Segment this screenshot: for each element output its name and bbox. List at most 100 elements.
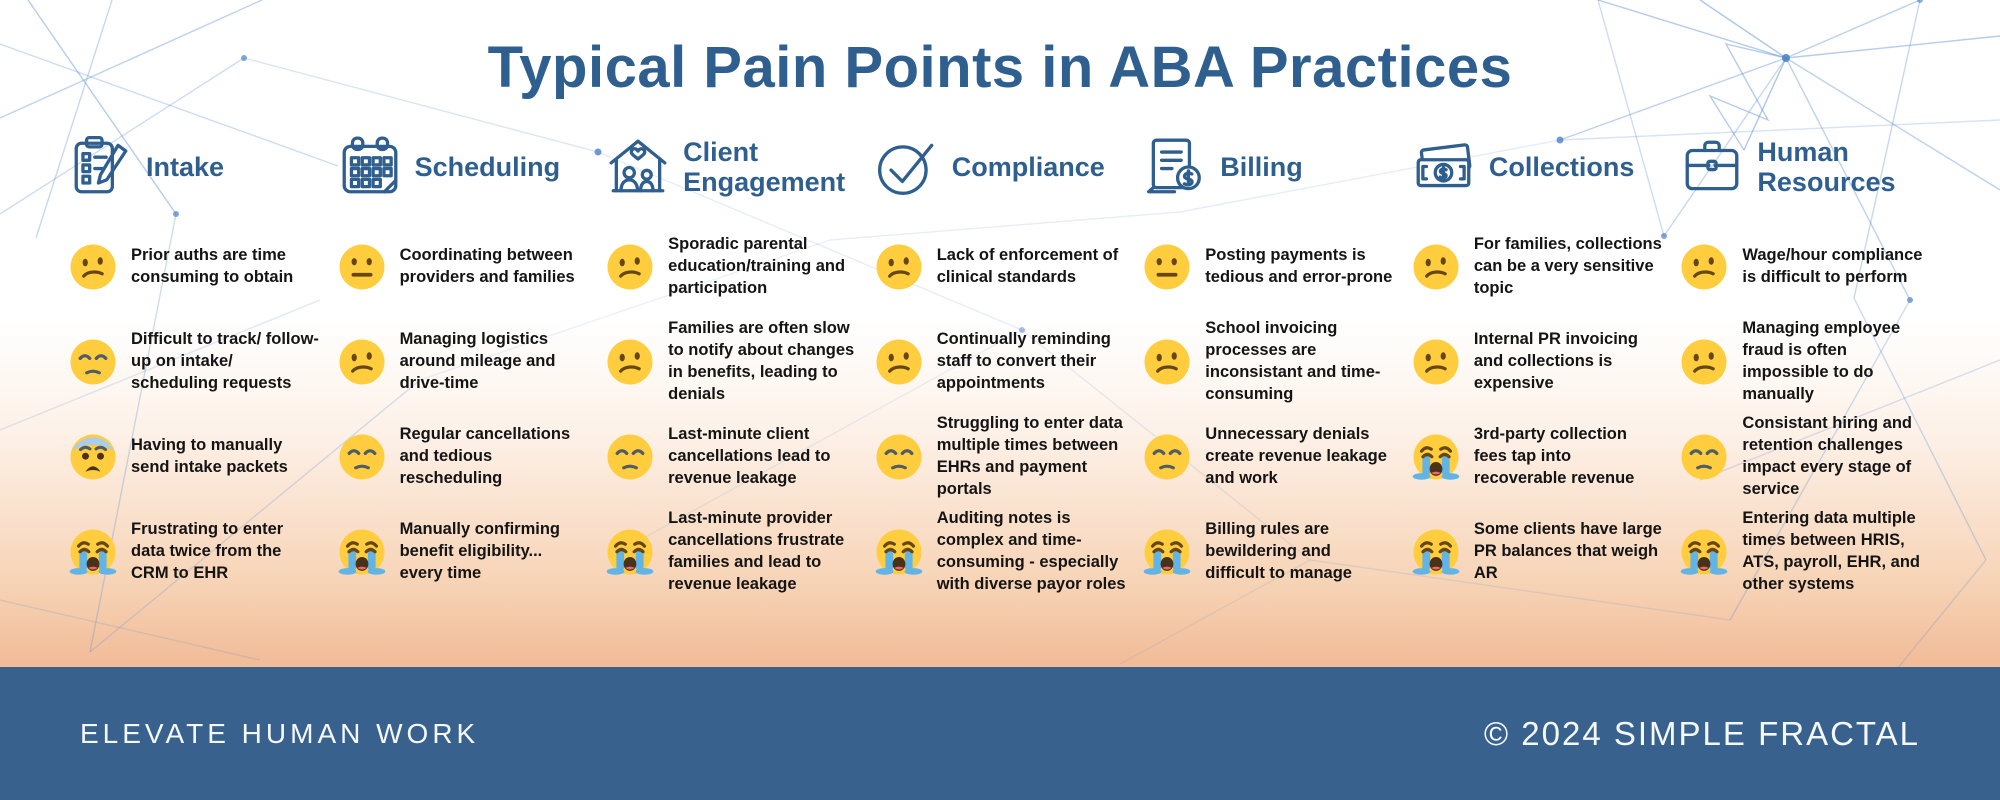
banknote-icon (1411, 134, 1477, 200)
pain-point-text: Coordinating between providers and famil… (399, 246, 575, 286)
column-billing: Billing Posting payments is tedious and … (1142, 123, 1395, 601)
pain-point-text: Posting payments is tedious and error-pr… (1205, 246, 1393, 286)
pain-point-item: Sporadic parental education/training and… (605, 221, 858, 313)
check-circle-icon (874, 134, 940, 200)
pain-point-text: Entering data multiple times between HRI… (1742, 509, 1920, 593)
column-title: Human Resources (1757, 136, 1896, 197)
footer-bar: ELEVATE HUMAN WORK © 2024 SIMPLE FRACTAL (0, 667, 2000, 800)
pensive-face-icon (1679, 432, 1729, 482)
pain-point-item: Auditing notes is complex and time-consu… (874, 506, 1127, 598)
loudly-crying-face-icon (68, 527, 118, 577)
pain-point-item: Prior auths are time consuming to obtain (68, 221, 321, 313)
loudly-crying-face-icon (337, 527, 387, 577)
pain-point-item: Managing logistics around mileage and dr… (337, 316, 590, 408)
loudly-crying-face-icon (1679, 527, 1729, 577)
loudly-crying-face-icon (1142, 527, 1192, 577)
column-header: Human Resources (1679, 123, 1932, 211)
pain-point-item: For families, collections can be a very … (1411, 221, 1664, 313)
pain-point-list: Posting payments is tedious and error-pr… (1142, 221, 1395, 598)
pain-point-text: Some clients have large PR balances that… (1473, 520, 1662, 582)
pensive-face-icon (1142, 432, 1192, 482)
pensive-face-icon (68, 337, 118, 387)
pain-point-item: Families are often slow to notify about … (605, 316, 858, 408)
pain-point-text: Frustrating to enter data twice from the… (131, 520, 284, 582)
column-header: Intake (68, 123, 321, 211)
column-title: Billing (1220, 151, 1303, 182)
pain-point-item: Internal PR invoicing and collections is… (1411, 316, 1664, 408)
slightly-frowning-face-icon (874, 242, 924, 292)
slightly-frowning-face-icon (1411, 242, 1461, 292)
pain-point-text: School invoicing processes are inconsist… (1205, 319, 1381, 403)
column-scheduling: Scheduling Coordinating between provider… (337, 123, 590, 601)
column-header: Scheduling (337, 123, 590, 211)
slightly-frowning-face-icon (605, 242, 655, 292)
column-compliance: Compliance Lack of enforcement of clinic… (874, 123, 1127, 601)
pensive-face-icon (605, 432, 655, 482)
pain-point-text: Auditing notes is complex and time-consu… (936, 509, 1126, 593)
pain-point-text: Wage/hour compliance is difficult to per… (1742, 246, 1923, 286)
pain-point-text: Unnecessary denials create revenue leaka… (1205, 425, 1387, 487)
pain-point-text: Struggling to enter data multiple times … (936, 414, 1123, 498)
pain-point-item: Continually reminding staff to convert t… (874, 316, 1127, 408)
pain-point-text: Sporadic parental education/training and… (668, 235, 846, 297)
pain-point-text: Last-minute client cancellations lead to… (668, 425, 831, 487)
pain-point-item: Entering data multiple times between HRI… (1679, 506, 1932, 598)
pain-point-item: Frustrating to enter data twice from the… (68, 506, 321, 598)
column-title: Compliance (951, 151, 1105, 182)
clipboard-pencil-icon (68, 134, 134, 200)
neutral-face-icon (337, 242, 387, 292)
pain-point-text: Lack of enforcement of clinical standard… (936, 246, 1119, 286)
page-title: Typical Pain Points in ABA Practices (487, 35, 1513, 100)
pain-point-text: Prior auths are time consuming to obtain (131, 246, 294, 286)
columns: Intake Prior auths are time consuming to… (0, 105, 2000, 601)
footer-tagline: ELEVATE HUMAN WORK (80, 717, 480, 749)
pain-point-item: Managing employee fraud is often impossi… (1679, 316, 1932, 408)
pain-point-item: Billing rules are bewildering and diffic… (1142, 506, 1395, 598)
pain-point-item: Struggling to enter data multiple times … (874, 411, 1127, 503)
pain-point-item: Last-minute client cancellations lead to… (605, 411, 858, 503)
pain-point-text: Managing employee fraud is often impossi… (1742, 319, 1901, 403)
column-title: Client Engagement (683, 136, 846, 197)
pain-point-item: Regular cancellations and tedious resche… (337, 411, 590, 503)
pain-point-text: Last-minute provider cancellations frust… (668, 509, 845, 593)
anxious-sweat-face-icon (68, 432, 118, 482)
column-human-resources: Human Resources Wage/hour compliance is … (1679, 123, 1932, 601)
slightly-frowning-face-icon (1679, 242, 1729, 292)
slightly-frowning-face-icon (1411, 337, 1461, 387)
slightly-frowning-face-icon (1679, 337, 1729, 387)
pensive-face-icon (874, 432, 924, 482)
column-header: Compliance (874, 123, 1127, 211)
column-header: Client Engagement (605, 123, 858, 211)
column-title: Collections (1488, 151, 1635, 182)
column-title: Scheduling (414, 151, 561, 182)
slightly-frowning-face-icon (605, 337, 655, 387)
pain-point-text: Regular cancellations and tedious resche… (399, 425, 571, 487)
pain-point-list: Coordinating between providers and famil… (337, 221, 590, 598)
briefcase-icon (1679, 134, 1745, 200)
pain-point-item: Wage/hour compliance is difficult to per… (1679, 221, 1932, 313)
pain-point-text: 3rd-party collection fees tap into recov… (1473, 425, 1635, 487)
loudly-crying-face-icon (605, 527, 655, 577)
pain-point-text: Consistant hiring and retention challeng… (1742, 414, 1913, 498)
pain-point-text: For families, collections can be a very … (1473, 235, 1662, 297)
loudly-crying-face-icon (1411, 432, 1461, 482)
neutral-face-icon (1142, 242, 1192, 292)
pain-point-list: Wage/hour compliance is difficult to per… (1679, 221, 1932, 598)
pain-point-text: Manually confirming benefit eligibility.… (399, 520, 560, 582)
pain-point-item: Last-minute provider cancellations frust… (605, 506, 858, 598)
house-family-icon (605, 134, 671, 200)
slightly-frowning-face-icon (1142, 337, 1192, 387)
calendar-icon (337, 134, 403, 200)
column-intake: Intake Prior auths are time consuming to… (68, 123, 321, 601)
pain-point-item: Consistant hiring and retention challeng… (1679, 411, 1932, 503)
column-client-engagement: Client Engagement Sporadic parental educ… (605, 123, 858, 601)
pain-point-item: Difficult to track/ follow-up on intake/… (68, 316, 321, 408)
slightly-frowning-face-icon (337, 337, 387, 387)
pain-point-list: Lack of enforcement of clinical standard… (874, 221, 1127, 598)
footer-copyright: © 2024 SIMPLE FRACTAL (1483, 714, 1920, 752)
column-title: Intake (146, 151, 225, 182)
pain-point-text: Continually reminding staff to convert t… (936, 330, 1111, 392)
loudly-crying-face-icon (874, 527, 924, 577)
column-header: Billing (1142, 123, 1395, 211)
